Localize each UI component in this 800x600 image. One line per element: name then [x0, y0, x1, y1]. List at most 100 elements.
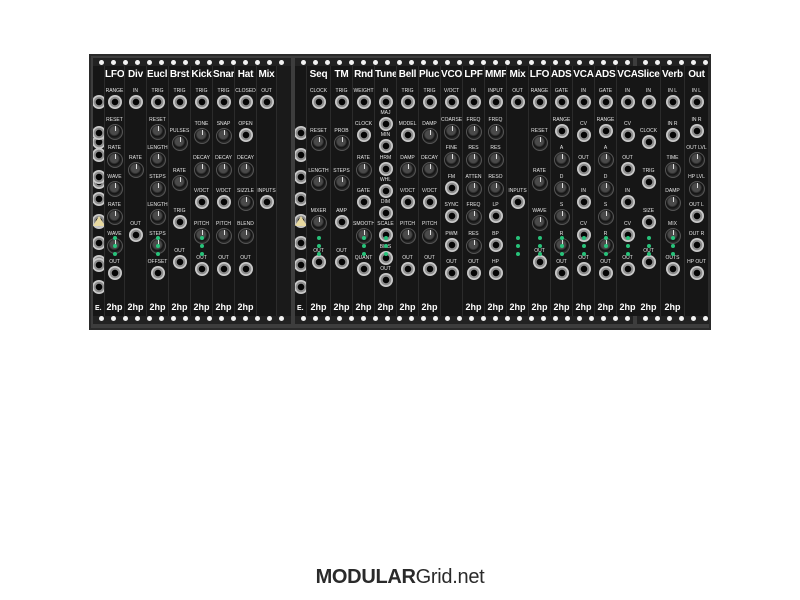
knob[interactable] — [216, 128, 232, 145]
jack[interactable] — [312, 255, 326, 269]
jack[interactable] — [423, 195, 437, 209]
jack[interactable] — [577, 161, 591, 176]
knob[interactable] — [532, 135, 548, 151]
jack[interactable] — [599, 123, 613, 138]
knob[interactable] — [216, 228, 232, 245]
knob[interactable] — [554, 152, 570, 169]
modulargrid-wordmark[interactable]: MODULARGrid.net — [0, 566, 800, 589]
knob[interactable] — [466, 209, 482, 226]
jack[interactable] — [379, 117, 393, 132]
jack[interactable] — [577, 195, 591, 209]
knob[interactable] — [107, 152, 123, 169]
knob[interactable] — [150, 209, 166, 226]
jack[interactable] — [533, 255, 547, 269]
jack[interactable] — [93, 95, 104, 109]
jack[interactable] — [195, 95, 209, 109]
jack[interactable] — [690, 237, 704, 252]
knob[interactable] — [488, 152, 504, 169]
jack[interactable] — [312, 95, 326, 109]
jack[interactable] — [173, 215, 187, 229]
jack[interactable] — [642, 135, 656, 149]
knob[interactable] — [334, 175, 350, 191]
jack[interactable] — [335, 215, 349, 229]
patch-jack[interactable] — [93, 148, 104, 162]
jack[interactable] — [489, 209, 503, 224]
jack[interactable] — [195, 261, 209, 276]
jack[interactable] — [108, 266, 122, 281]
jack[interactable] — [467, 95, 481, 109]
jack[interactable] — [379, 95, 393, 109]
knob[interactable] — [216, 161, 232, 178]
knob[interactable] — [532, 215, 548, 231]
knob[interactable] — [172, 135, 188, 151]
jack[interactable] — [93, 135, 104, 149]
knob[interactable] — [689, 152, 705, 169]
jack[interactable] — [621, 95, 635, 109]
jack[interactable] — [489, 95, 503, 109]
patch-jack[interactable] — [93, 126, 104, 140]
jack[interactable] — [239, 261, 253, 276]
jack[interactable] — [379, 183, 393, 198]
jack[interactable] — [690, 266, 704, 281]
knob[interactable] — [665, 195, 681, 211]
jack[interactable] — [489, 237, 503, 252]
knob[interactable] — [107, 123, 123, 140]
knob[interactable] — [466, 237, 482, 254]
jack[interactable] — [666, 261, 680, 276]
jack[interactable] — [599, 95, 613, 109]
jack[interactable] — [423, 261, 437, 276]
knob[interactable] — [150, 123, 166, 140]
knob[interactable] — [689, 180, 705, 197]
patch-jack[interactable] — [295, 126, 306, 140]
jack[interactable] — [642, 255, 656, 269]
jack[interactable] — [195, 195, 209, 209]
knob[interactable] — [334, 135, 350, 151]
knob[interactable] — [665, 161, 681, 178]
jack[interactable] — [129, 228, 143, 243]
jack[interactable] — [379, 161, 393, 176]
jack[interactable] — [108, 95, 122, 109]
patch-jack[interactable] — [93, 236, 104, 250]
knob[interactable] — [532, 175, 548, 191]
jack[interactable] — [401, 128, 415, 143]
knob[interactable] — [150, 152, 166, 169]
knob[interactable] — [238, 195, 254, 211]
patch-jack[interactable] — [295, 192, 306, 206]
jack[interactable] — [642, 95, 656, 109]
jack[interactable] — [239, 128, 253, 143]
jack[interactable] — [621, 128, 635, 143]
jack[interactable] — [621, 228, 635, 243]
patch-jack[interactable] — [93, 280, 104, 294]
jack[interactable] — [555, 95, 569, 109]
jack[interactable] — [621, 261, 635, 276]
jack[interactable] — [577, 261, 591, 276]
patch-jack[interactable] — [93, 170, 104, 184]
jack[interactable] — [690, 123, 704, 138]
jack[interactable] — [217, 95, 231, 109]
jack[interactable] — [217, 195, 231, 209]
jack[interactable] — [666, 95, 680, 109]
jack[interactable] — [621, 161, 635, 176]
knob[interactable] — [598, 180, 614, 197]
patch-jack[interactable] — [93, 258, 104, 272]
jack[interactable] — [129, 95, 143, 109]
knob[interactable] — [422, 228, 438, 245]
jack[interactable] — [533, 95, 547, 109]
jack[interactable] — [577, 228, 591, 243]
knob[interactable] — [150, 180, 166, 197]
knob[interactable] — [598, 209, 614, 226]
knob[interactable] — [238, 161, 254, 178]
jack[interactable] — [217, 261, 231, 276]
jack[interactable] — [445, 209, 459, 224]
jack[interactable] — [642, 215, 656, 229]
patch-jack[interactable] — [93, 192, 104, 206]
knob[interactable] — [422, 128, 438, 145]
jack[interactable] — [599, 266, 613, 281]
knob[interactable] — [194, 161, 210, 178]
jack[interactable] — [401, 95, 415, 109]
jack[interactable] — [642, 175, 656, 189]
jack[interactable] — [379, 250, 393, 265]
patch-jack[interactable] — [295, 170, 306, 184]
jack[interactable] — [401, 261, 415, 276]
jack[interactable] — [357, 261, 371, 276]
